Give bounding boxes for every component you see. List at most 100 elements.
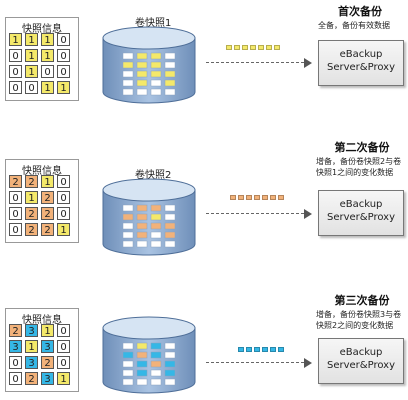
transfer-arrow (206, 358, 312, 368)
data-blocks-in-transit (230, 195, 290, 203)
snapshot-grid-cell: 2 (9, 324, 22, 337)
data-block (122, 240, 134, 248)
snapshot-grid-cell: 2 (25, 175, 38, 188)
snapshot-grid-cell: 0 (57, 33, 70, 46)
snapshot-grid-cell: 2 (41, 207, 54, 220)
ebackup-server-box: eBackup Server&Proxy (318, 40, 404, 86)
snapshot-grid-cell: 0 (57, 191, 70, 204)
data-block (164, 351, 176, 359)
data-block (150, 351, 162, 359)
transfer-arrow (206, 58, 312, 68)
snapshot-grid-cell: 1 (25, 49, 38, 62)
data-block (150, 231, 162, 239)
snapshot-grid-cell: 1 (25, 340, 38, 353)
snapshot-grid-cell: 2 (41, 223, 54, 236)
data-block (164, 342, 176, 350)
snapshot-grid-cell: 0 (9, 49, 22, 62)
snapshot-grid-cell: 1 (41, 49, 54, 62)
data-block (164, 378, 176, 386)
data-block (150, 79, 162, 87)
snapshot-grid-cell: 0 (25, 81, 38, 94)
transit-block (274, 45, 280, 50)
data-block (164, 213, 176, 221)
volume-snapshot-label: 卷快照1 (135, 18, 172, 29)
data-block (136, 240, 148, 248)
data-block (122, 88, 134, 96)
snapshot-grid-cell: 2 (41, 356, 54, 369)
data-block (164, 222, 176, 230)
snapshot-grid-cell: 1 (41, 81, 54, 94)
transit-block (246, 195, 252, 200)
data-block (136, 52, 148, 60)
data-block (122, 351, 134, 359)
transit-block (238, 347, 244, 352)
data-block (164, 61, 176, 69)
snapshot-grid-cell: 0 (9, 356, 22, 369)
data-block (136, 351, 148, 359)
backup-title: 第三次备份 (334, 294, 390, 307)
data-block (122, 231, 134, 239)
data-block (164, 204, 176, 212)
snapshot-grid-cell: 0 (9, 65, 22, 78)
backup-description: 增备，备份卷快照3与卷 快照2之间的变化数据 (316, 310, 402, 330)
transit-block (230, 195, 236, 200)
data-block (136, 222, 148, 230)
snapshot-grid-cell: 2 (41, 191, 54, 204)
transit-block (278, 347, 284, 352)
data-block (150, 70, 162, 78)
snapshot-grid-cell: 0 (41, 65, 54, 78)
snapshot-grid-cell: 3 (9, 340, 22, 353)
data-block (150, 52, 162, 60)
snapshot-info-title: 快照信息 (22, 166, 62, 177)
transit-block (278, 195, 284, 200)
data-block (136, 213, 148, 221)
snapshot-grid-cell: 1 (25, 65, 38, 78)
data-block (122, 61, 134, 69)
data-block (150, 213, 162, 221)
snapshot-grid-cell: 1 (57, 223, 70, 236)
transit-block (270, 347, 276, 352)
snapshot-grid-cell: 0 (57, 324, 70, 337)
ebackup-server-box: eBackup Server&Proxy (318, 190, 404, 236)
volume-cylinder (102, 178, 196, 256)
transit-block (246, 347, 252, 352)
volume-cylinder (102, 26, 196, 104)
snapshot-grid-cell: 0 (9, 81, 22, 94)
data-block (150, 369, 162, 377)
data-block (136, 231, 148, 239)
backup-description: 增备，备份卷快照2与卷 快照1之间的变化数据 (316, 157, 402, 177)
data-block (136, 61, 148, 69)
transit-block (254, 195, 260, 200)
snapshot-grid-cell: 2 (25, 207, 38, 220)
data-block (150, 360, 162, 368)
data-block (150, 378, 162, 386)
snapshot-grid-cell: 0 (57, 340, 70, 353)
snapshot-grid-cell: 2 (25, 223, 38, 236)
transit-block (270, 195, 276, 200)
snapshot-grid-cell: 2 (9, 175, 22, 188)
transit-block (242, 45, 248, 50)
transit-block (234, 45, 240, 50)
snapshot-grid-cell: 0 (57, 65, 70, 78)
data-blocks-in-transit (238, 347, 288, 355)
snapshot-grid-cell: 0 (57, 49, 70, 62)
data-block (136, 88, 148, 96)
snapshot-grid-cell: 3 (25, 356, 38, 369)
snapshot-grid-cell: 3 (41, 340, 54, 353)
snapshot-grid-cell: 0 (9, 191, 22, 204)
data-block (136, 70, 148, 78)
data-block (122, 378, 134, 386)
data-block (136, 369, 148, 377)
data-block (122, 342, 134, 350)
data-block (164, 52, 176, 60)
data-block (164, 79, 176, 87)
snapshot-grid-cell: 1 (41, 33, 54, 46)
data-block (122, 79, 134, 87)
snapshot-grid-cell: 1 (25, 191, 38, 204)
data-blocks-in-transit (226, 45, 286, 53)
transfer-arrow (206, 209, 312, 219)
snapshot-info-title: 快照信息 (22, 24, 62, 35)
